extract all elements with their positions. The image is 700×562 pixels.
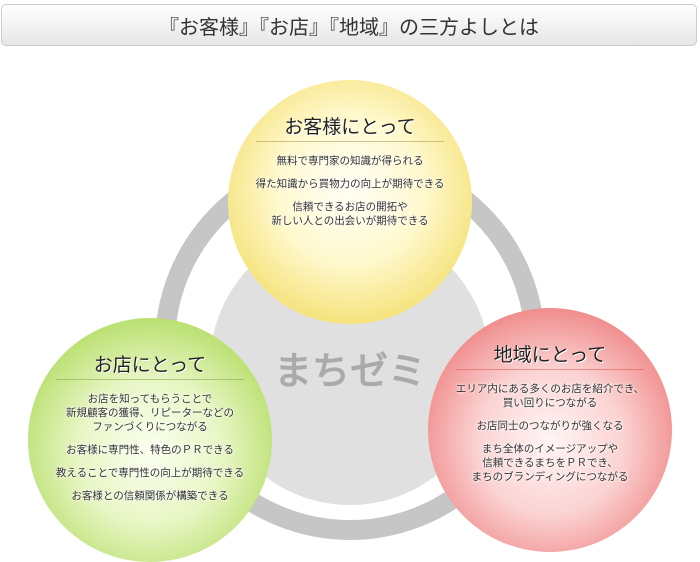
- shop-item: お店を知ってもらうことで 新規顧客の獲得、リピーターなどの ファンづくりにつなが…: [66, 393, 234, 433]
- customer-item: 信頼できるお店の開拓や 新しい人との出会いが期待できる: [271, 201, 429, 227]
- shop-item: お客様に専門性、特色のＰＲできる: [66, 444, 234, 456]
- region-item: お店同士のつながりが強くなる: [476, 420, 624, 432]
- region-item: まち全体のイメージアップや 信頼できるまちをＰＲでき、 まちのブランディングにつ…: [471, 443, 629, 483]
- center-label: まちゼミ: [273, 349, 426, 393]
- shop-item: お客様との信頼関係が構築できる: [71, 490, 229, 502]
- customer-heading: お客様にとって: [256, 118, 444, 142]
- customer-item: 得た知識から買物力の向上が期待できる: [255, 178, 445, 190]
- region-item: エリア内にある多くのお店を紹介でき、 買い回りにつながる: [455, 383, 645, 409]
- shop-item: 教えることで専門性の向上が期待できる: [55, 467, 245, 479]
- shop-heading: お店にとって: [56, 356, 244, 380]
- title-bar: 『お客様』『お店』『地域』の三方よしとは: [1, 4, 697, 46]
- shop-circle: お店にとって お店を知ってもらうことで 新規顧客の獲得、リピーターなどの ファン…: [28, 318, 272, 562]
- customer-item: 無料で専門家の知識が得られる: [276, 155, 424, 167]
- page-title: 『お客様』『お店』『地域』の三方よしとは: [159, 14, 539, 39]
- customer-circle: お客様にとって 無料で専門家の知識が得られる 得た知識から買物力の向上が期待でき…: [228, 80, 472, 324]
- region-heading: 地域にとって: [456, 346, 644, 370]
- region-circle: 地域にとって エリア内にある多くのお店を紹介でき、 買い回りにつながる お店同士…: [428, 308, 672, 552]
